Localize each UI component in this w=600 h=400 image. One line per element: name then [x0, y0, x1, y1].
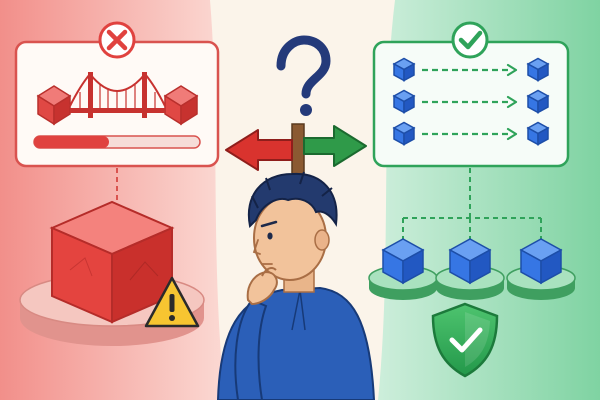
shield-check-icon — [431, 302, 499, 378]
platform-cube — [519, 238, 563, 285]
question-mark-icon — [276, 35, 331, 116]
right-panel — [372, 40, 570, 168]
right-connectors — [402, 168, 542, 240]
x-circle-icon — [98, 21, 136, 59]
row-source-cube — [392, 121, 416, 146]
signpost-right-arrow — [303, 125, 367, 167]
thinking-person — [216, 171, 376, 400]
row-source-cube — [392, 89, 416, 114]
right-platforms — [368, 238, 576, 300]
signpost-left-arrow — [225, 129, 293, 171]
progress-fill — [34, 136, 109, 148]
row-source-cube — [392, 57, 416, 82]
platform-cube — [448, 238, 492, 285]
row-target-cube — [526, 57, 550, 82]
arrow-head — [506, 127, 518, 141]
suspension-bridge-icon — [36, 72, 199, 126]
row-target-cube — [526, 121, 550, 146]
row-target-cube — [526, 89, 550, 114]
arrow-head — [506, 95, 518, 109]
check-circle-icon — [451, 21, 489, 59]
arrow-head — [506, 63, 518, 77]
platform-cube — [381, 238, 425, 285]
left-panel — [14, 40, 220, 168]
warning-triangle-icon — [144, 276, 200, 328]
large-red-cube — [49, 200, 175, 324]
